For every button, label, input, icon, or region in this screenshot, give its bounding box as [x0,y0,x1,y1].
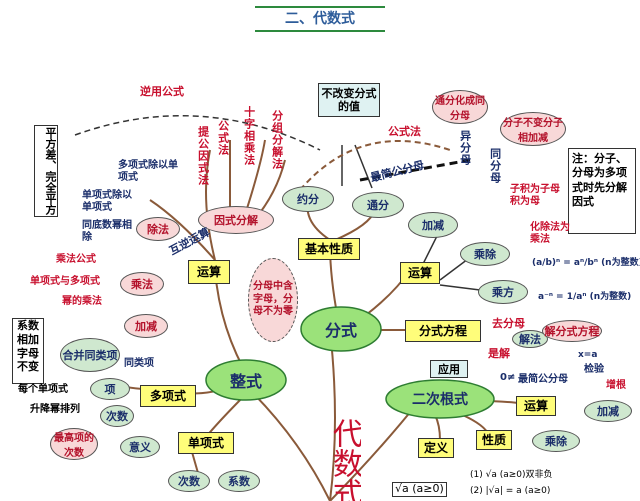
jiefa-oval: 解法 [512,330,548,348]
niyong-label: 逆用公式 [140,85,184,98]
gen-yunsuan-box: 运算 [516,396,556,416]
zuigao-oval: 最高项的次数 [50,428,98,460]
tonglei-label: 同类项 [124,358,154,369]
cishu2-oval: 次数 [168,470,210,492]
tongfen-oval: 通分 [352,192,404,218]
zenggen-label: 增根 [606,380,626,391]
fenmububian-oval: 分子不变分子相加减 [500,112,566,146]
hebing-oval: 合并同类项 [60,338,120,372]
yinshifenjie-oval: 因式分解 [198,206,274,234]
tiqu-label: 提公因式法 [196,126,210,186]
zhu-box: 注：分子、分母为多项式时先分解因式 [568,148,636,234]
tongdi-label: 同底数幂相除 [82,220,132,243]
gen-jiajian-oval: 加减 [584,400,632,422]
gen-chengchu-oval: 乘除 [532,430,580,452]
shijie-label: 是解 [488,347,510,360]
pingfangcha-box: 平方差、完全平方 [34,125,58,217]
xishu2-oval: 系数 [218,470,260,492]
tongfenmu-label: 同分母 [488,148,502,184]
dan-duo-label: 单项式与多项式 [30,276,100,287]
gongshi2-label: 公式法 [388,125,421,138]
duoxiangshi-box: 多项式 [140,385,196,407]
budengbian-box: 不改变分式的值 [318,83,380,117]
sqrt-label: √a (a≥0) [392,482,447,497]
chengfa-oval: 乘法 [120,272,164,296]
zhengshi-yunsuan-box: 运算 [188,260,230,284]
chengfagongshi-label: 乘法公式 [56,254,96,265]
fenshifangcheng-box: 分式方程 [405,320,481,342]
yiyi-oval: 意义 [120,436,160,458]
xingzhi-box: 性质 [476,430,512,450]
chengchu-oval: 乘除 [460,242,510,266]
zuijian2-label: 最简公分母 [518,374,568,385]
jianyan-label: 检验 [584,364,604,375]
cishu-oval: 次数 [100,405,134,427]
page-title: 二、代数式 [255,6,385,32]
formula2-label: a⁻ⁿ = 1/aⁿ (n为整数) [538,292,632,302]
jiajian-oval: 加减 [408,212,458,238]
zhengshi-cloud: 整式 [205,358,287,402]
duo-chu-dan-label: 多项式除以单项式 [118,160,178,183]
fenshi-yunsuan-box: 运算 [400,262,440,284]
ercigenshi-cloud: 二次根式 [385,378,495,420]
mi-label: 幂的乘法 [62,296,102,307]
fenshi-cloud: 分式 [300,305,382,353]
chengfang-oval: 乘方 [478,280,528,304]
dingyi-box: 定义 [418,438,454,458]
jiefangcheng-oval: 解分式方程 [542,320,602,342]
jibenxingzhi-box: 基本性质 [298,238,360,260]
danxiangshi-box: 单项式 [178,432,234,454]
fenzu-label: 分组分解法 [270,110,284,170]
yingyong-box: 应用 [430,360,468,378]
xiang-oval: 项 [90,378,130,400]
shizi-label: 十字相乘法 [242,106,256,166]
qufenmu-label: 去分母 [492,317,525,330]
dan-chu-dan-label: 单项式除以单项式 [82,190,132,213]
huachu-label: 化除法为乘法 [530,222,570,245]
zimu-label: 子积为子母积为母 [510,184,560,207]
yuefen-oval: 约分 [282,186,334,212]
center-label: 代数式 [327,418,361,501]
formula1-label: (a/b)ⁿ = aⁿ/bⁿ (n为整数) [532,258,640,268]
zhengshu-label: x=a [578,350,598,360]
fenmu-oval: 分母中含字母，分母不为零 [248,258,298,342]
zero-label: 0≠ [500,372,516,383]
xishu-box: 系数相加字母不变 [12,318,44,384]
tongfen-fenmu-oval: 通分化成同分母 [432,90,488,124]
chufa-oval: 除法 [136,217,180,241]
gen1-label: (1) √a (a≥0)双非负 [470,470,553,480]
gen2-label: (2) |√a| = a (a≥0) [470,486,551,496]
meige-label: 每个单项式 [18,384,68,395]
gongshi-label: 公式法 [216,120,230,156]
zhengshi-jiajian-oval: 加减 [124,314,168,338]
yifen-label: 异分母 [458,130,472,166]
shengjiang-label: 升降幂排列 [30,404,80,415]
